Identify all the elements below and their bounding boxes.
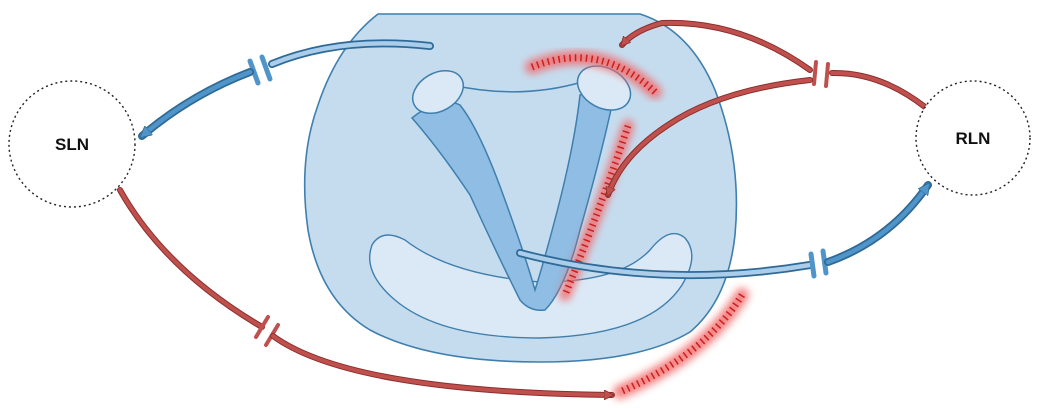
larynx-illustration bbox=[305, 14, 737, 362]
sln-node-label: SLN bbox=[55, 135, 89, 154]
sln-node: SLN bbox=[9, 81, 135, 207]
sln-top-t-bar bbox=[262, 57, 270, 79]
rln-red-input bbox=[832, 73, 925, 107]
larynx-to-rln-blue-b bbox=[828, 185, 928, 262]
sln-lower-red-pathway-a bbox=[120, 190, 262, 327]
rln-bottom-t-bar bbox=[811, 254, 814, 276]
rln-node: RLN bbox=[916, 81, 1030, 195]
rln-node-label: RLN bbox=[956, 129, 991, 148]
rln-top-gap-bar bbox=[814, 62, 816, 84]
larynx-to-sln-blue-b bbox=[142, 72, 250, 136]
rln-top-t-bar bbox=[826, 64, 828, 86]
